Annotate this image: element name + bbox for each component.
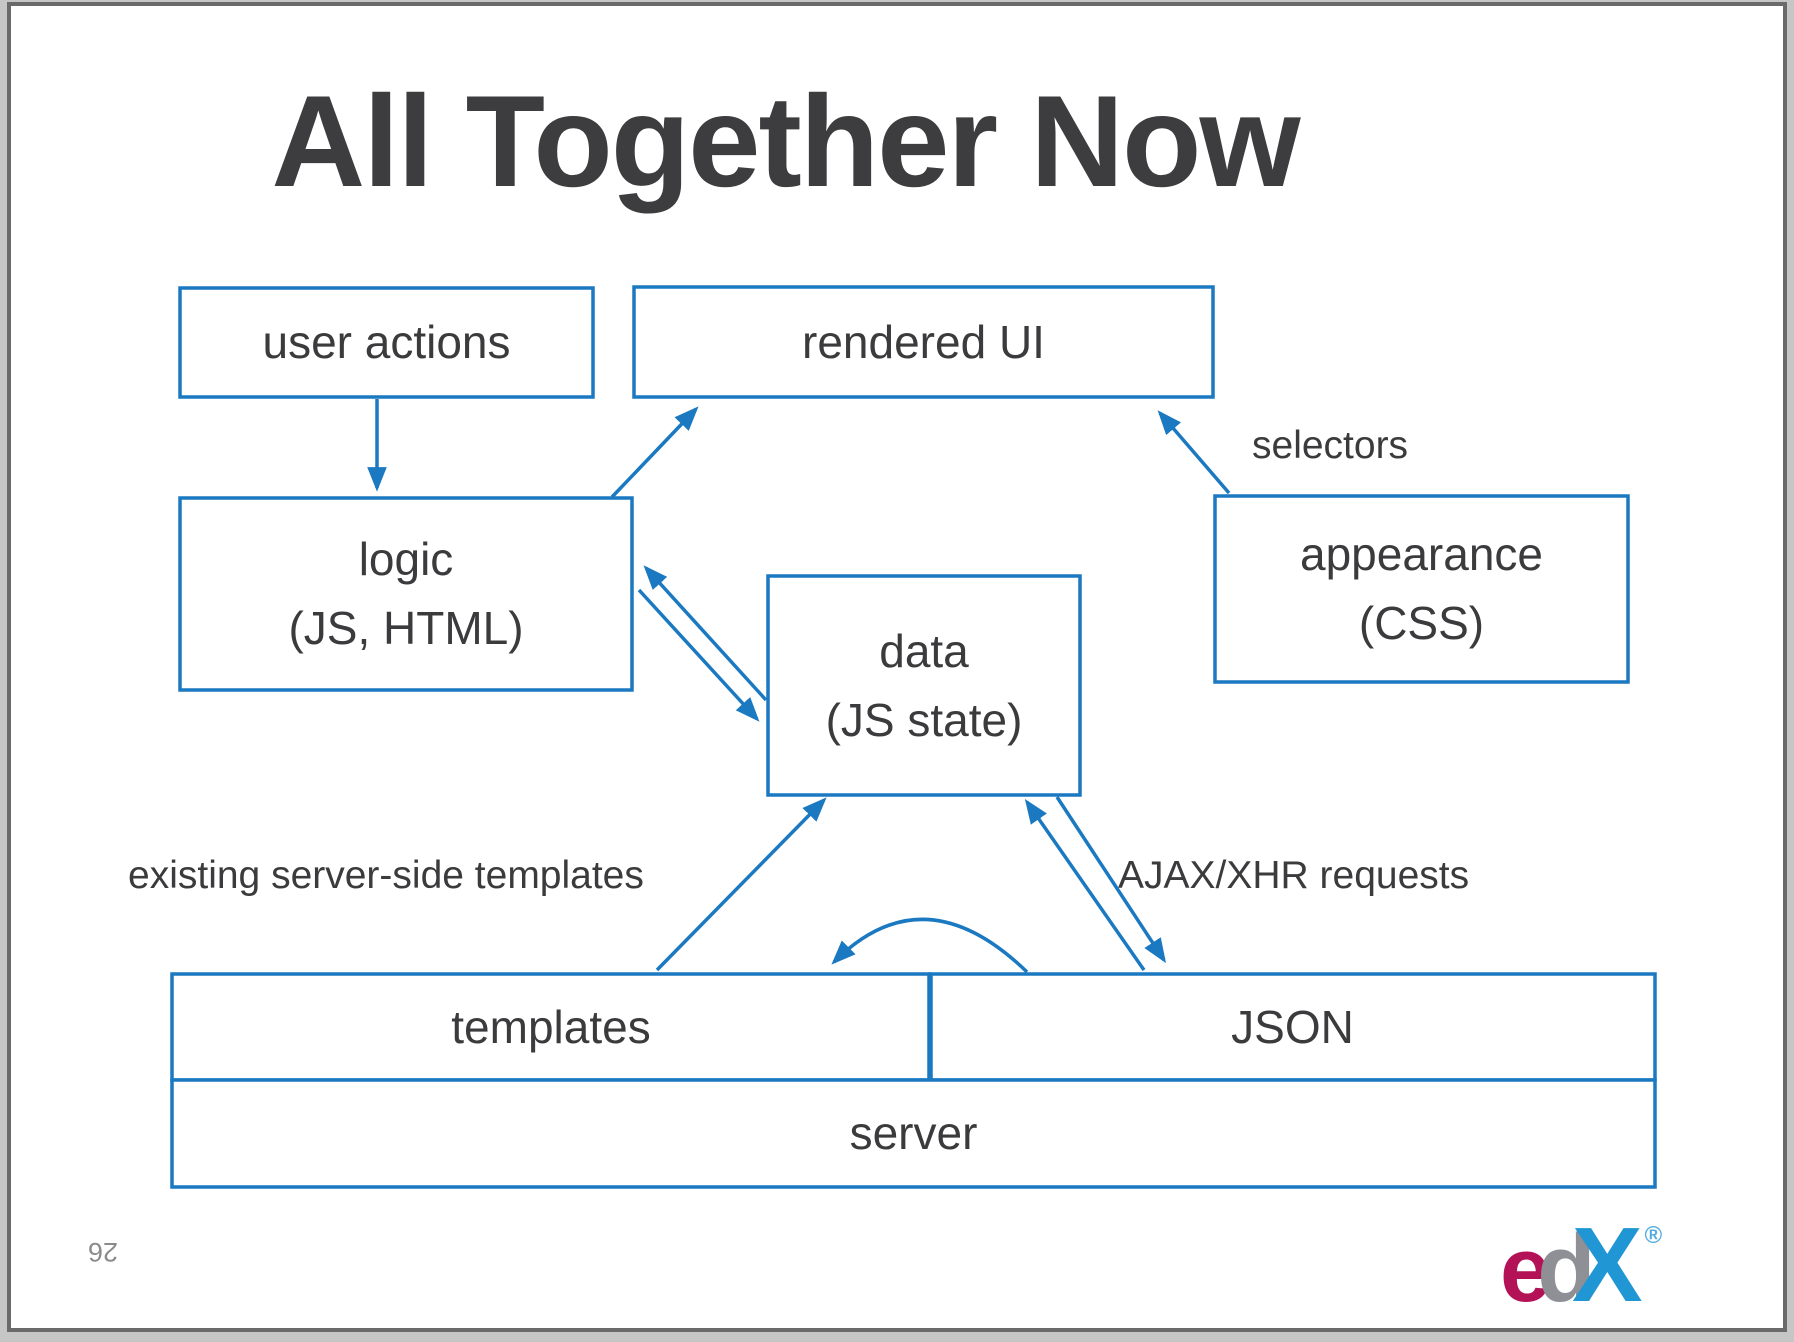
- templates-label: templates: [172, 974, 930, 1080]
- edge-label-server-side-templates: existing server-side templates: [128, 854, 644, 897]
- registered-mark-icon: ®: [1644, 1222, 1663, 1249]
- json-label: JSON: [930, 974, 1655, 1080]
- user-actions-box: [178, 286, 595, 399]
- logic-label: logic (JS, HTML): [180, 498, 632, 690]
- arrow-json-to-data: [1024, 798, 1146, 972]
- templates-text: templates: [451, 1000, 651, 1053]
- appearance-label: appearance (CSS): [1215, 496, 1628, 682]
- appearance-text: appearance: [1300, 528, 1543, 580]
- logic-box: [178, 496, 634, 692]
- edge-label-ajax: AJAX/XHR requests: [1118, 854, 1470, 897]
- appearance-subtext: (CSS): [1358, 597, 1485, 649]
- appearance-box: [1213, 494, 1630, 684]
- edx-logo-e: e: [1500, 1219, 1552, 1321]
- slide-page-number: 26: [88, 1237, 119, 1267]
- edx-logo-d: d: [1537, 1215, 1596, 1322]
- logic-subtext: (JS, HTML): [288, 602, 524, 654]
- json-text: JSON: [1231, 1000, 1354, 1053]
- data-text: data: [879, 624, 969, 677]
- arc-json-to-templates: [831, 917, 1029, 974]
- arrow-appearance-to-rendered-ui: [1157, 410, 1231, 495]
- data-box: [766, 574, 1082, 797]
- data-subtext: (JS state): [825, 693, 1023, 746]
- arrow-templates-to-data: [655, 797, 827, 972]
- rendered-ui-label: rendered UI: [634, 287, 1213, 397]
- user-actions-label: user actions: [180, 288, 593, 397]
- edx-logo-x: X: [1571, 1206, 1643, 1324]
- rendered-ui-text: rendered UI: [802, 315, 1045, 368]
- server-box: [170, 1078, 1657, 1189]
- edx-logo: e d X ®: [1500, 1212, 1662, 1318]
- rendered-ui-box: [632, 285, 1215, 399]
- server-text: server: [849, 1107, 978, 1159]
- arrow-data-to-json: [1055, 796, 1167, 964]
- data-label: data (JS state): [768, 576, 1080, 795]
- server-label: server: [172, 1080, 1655, 1187]
- slide-title: All Together Now: [271, 68, 1300, 214]
- logic-text: logic: [358, 533, 454, 585]
- edge-label-selectors: selectors: [1252, 424, 1409, 467]
- templates-box: [170, 972, 932, 1082]
- arrow-data-to-logic: [643, 565, 768, 702]
- arrow-logic-to-data: [637, 588, 760, 722]
- json-box: [928, 972, 1657, 1082]
- arrow-logic-to-rendered-ui: [610, 406, 699, 499]
- user-actions-text: user actions: [262, 316, 511, 368]
